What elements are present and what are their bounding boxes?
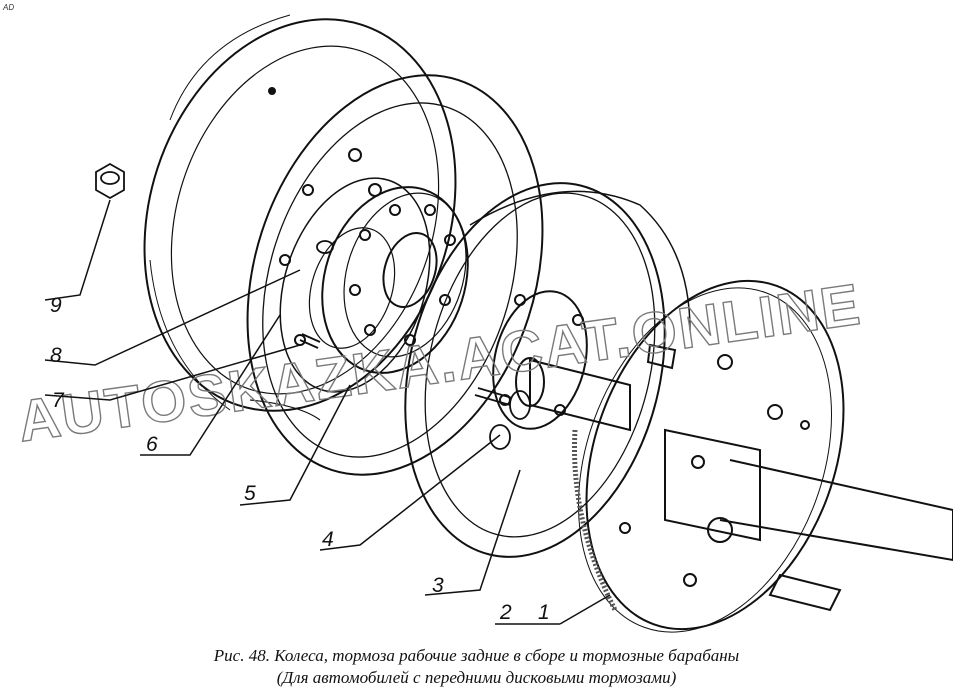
- corner-mark: AD: [2, 3, 14, 12]
- callout-3: 3: [432, 574, 444, 597]
- callout-5: 5: [244, 482, 256, 505]
- caption-line-2: (Для автомобилей с передними дисковыми т…: [276, 668, 677, 687]
- wheel-rim: [246, 74, 544, 476]
- axle-shaft: [515, 357, 953, 612]
- callout-8: 8: [50, 344, 62, 367]
- figure-caption: Рис. 48. Колеса, тормоза рабочие задние …: [0, 645, 953, 689]
- callout-6: 6: [146, 433, 158, 456]
- tyre: [143, 14, 457, 412]
- callout-7: 7: [52, 389, 65, 412]
- brake-backing-plate: [572, 279, 845, 633]
- callout-1: 1: [538, 601, 550, 624]
- leader-lines: [44, 199, 611, 625]
- callout-9: 9: [50, 294, 62, 317]
- caption-line-1: Рис. 48. Колеса, тормоза рабочие задние …: [213, 646, 740, 665]
- brake-drum: [404, 182, 691, 558]
- hub-flange: [321, 186, 469, 374]
- wheel-nut: [95, 162, 125, 200]
- callout-4: 4: [322, 528, 334, 551]
- callout-2: 2: [499, 601, 512, 624]
- wheel-stud: [299, 240, 531, 450]
